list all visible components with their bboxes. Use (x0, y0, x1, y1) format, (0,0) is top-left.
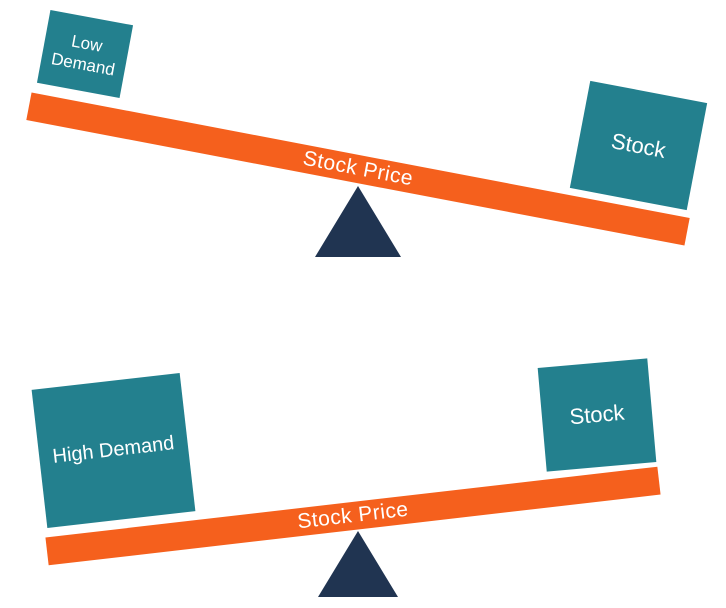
high-demand-label: High Demand (51, 432, 176, 468)
fulcrum-triangle (318, 531, 398, 597)
high-demand-weight-box: High Demand (31, 373, 196, 528)
stock-label: Stock (568, 399, 626, 430)
stock-weight-box: Stock (537, 358, 657, 472)
fulcrum-triangle (315, 186, 401, 257)
beam-label: Stock Price (296, 497, 410, 534)
